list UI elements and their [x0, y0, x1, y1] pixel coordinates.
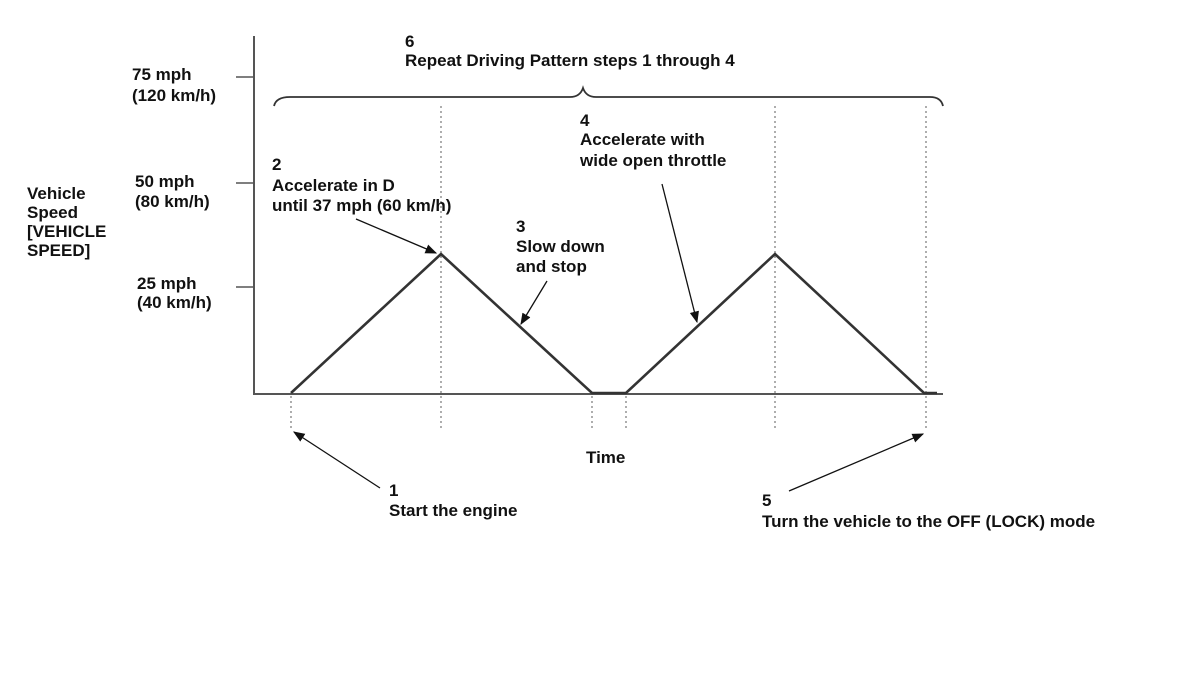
- step-number: 1: [389, 481, 398, 500]
- tick-mph-label: 25 mph: [137, 274, 197, 293]
- speed-tick-75: 75 mph (120 km/h): [132, 65, 216, 105]
- tick-kmh-label: (120 km/h): [132, 86, 216, 105]
- step-number: 6: [405, 32, 414, 51]
- tick-kmh-label: (40 km/h): [137, 293, 212, 312]
- step-number: 3: [516, 217, 525, 236]
- step-text: and stop: [516, 257, 587, 276]
- step-text: wide open throttle: [579, 151, 726, 170]
- y-axis-label-line: SPEED]: [27, 241, 90, 260]
- y-axis-label-line: Vehicle: [27, 184, 86, 203]
- y-axis-label-line: [VEHICLE: [27, 222, 106, 241]
- step-text: Turn the vehicle to the OFF (LOCK) mode: [762, 512, 1095, 531]
- speed-tick-25: 25 mph (40 km/h): [137, 274, 212, 312]
- step-5-annotation: 5 Turn the vehicle to the OFF (LOCK) mod…: [762, 491, 1095, 531]
- step-4-leader-arrow: [661, 183, 699, 324]
- step-4-annotation: 4 Accelerate with wide open throttle: [579, 111, 726, 170]
- step-3-annotation: 3 Slow down and stop: [516, 217, 610, 276]
- tick-mph-label: 50 mph: [135, 172, 195, 191]
- x-axis-label: Time: [586, 448, 625, 467]
- repeat-brace: [273, 85, 944, 107]
- step-2-annotation: 2 Accelerate in D until 37 mph (60 km/h): [272, 155, 451, 215]
- step-6-annotation: 6 Repeat Driving Pattern steps 1 through…: [405, 32, 735, 70]
- y-axis-label: Vehicle Speed [VEHICLE SPEED]: [27, 184, 111, 260]
- step-5-leader-arrow: [788, 433, 925, 492]
- step-1-annotation: 1 Start the engine: [389, 481, 517, 520]
- step-text: Accelerate in D: [272, 176, 395, 195]
- step-number: 5: [762, 491, 771, 510]
- step-number: 4: [580, 111, 590, 130]
- step-text: Accelerate with: [580, 130, 705, 149]
- tick-mph-label: 75 mph: [132, 65, 192, 84]
- step-3-leader-arrow: [520, 280, 548, 326]
- y-axis-label-line: Speed: [27, 203, 78, 222]
- speed-trace: [290, 252, 937, 395]
- tick-kmh-label: (80 km/h): [135, 192, 210, 211]
- step-2-leader-arrow: [355, 218, 438, 254]
- step-text: until 37 mph (60 km/h): [272, 196, 451, 215]
- speed-tick-50: 50 mph (80 km/h): [135, 172, 210, 211]
- step-1-leader-arrow: [293, 431, 381, 489]
- step-text: Repeat Driving Pattern steps 1 through 4: [405, 51, 735, 70]
- step-text: Slow down: [516, 237, 605, 256]
- step-number: 2: [272, 155, 281, 174]
- step-text: Start the engine: [389, 501, 517, 520]
